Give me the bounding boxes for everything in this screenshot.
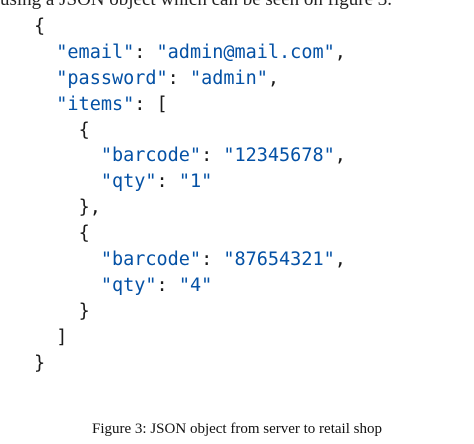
code-line-12: }	[34, 299, 346, 325]
item-2-open-brace: {	[78, 223, 90, 245]
password-value: "admin"	[189, 67, 268, 89]
figure-caption: Figure 3: JSON object from server to ret…	[92, 421, 382, 437]
code-line-11: "qty": "4"	[100, 274, 213, 296]
code-line-4: "items": [	[56, 93, 168, 115]
preceding-text-line: using a JSON object which can be seen on…	[0, 0, 474, 12]
item-2-barcode-key: "barcode"	[100, 249, 202, 271]
item-1-qty-key: "qty"	[100, 171, 157, 193]
code-line-1: {	[34, 14, 346, 40]
items-open-bracket: [	[156, 93, 168, 115]
code-line-7: "qty": "1"	[100, 171, 213, 193]
item-1-barcode-value: "12345678"	[223, 145, 335, 167]
code-line-6: "barcode": "12345678",	[100, 145, 346, 167]
item-1-qty-value: "1"	[178, 171, 213, 193]
code-line-10: "barcode": "87654321",	[100, 249, 346, 271]
item-2-qty-key: "qty"	[100, 274, 157, 296]
items-close-bracket: ]	[56, 326, 68, 348]
email-key: "email"	[56, 41, 135, 63]
item-1-close-brace: },	[78, 197, 101, 219]
code-line-14: }	[34, 351, 346, 377]
root-open-brace: {	[34, 16, 46, 37]
item-2-qty-value: "4"	[178, 274, 213, 296]
item-1-open-brace: {	[78, 119, 90, 141]
item-2-barcode-value: "87654321"	[223, 249, 335, 271]
root-close-brace: }	[34, 352, 46, 374]
item-2-close-brace: }	[78, 300, 90, 322]
code-line-2: "email": "admin@mail.com",	[56, 41, 346, 63]
email-value: "admin@mail.com"	[156, 41, 335, 63]
items-key: "items"	[56, 93, 135, 115]
code-line-8: },	[34, 195, 346, 221]
code-line-13: ]	[34, 325, 346, 351]
code-line-3: "password": "admin",	[56, 67, 280, 89]
code-line-5: {	[34, 118, 346, 144]
json-code-block: { "email": "admin@mail.com", "password":…	[34, 14, 346, 376]
code-line-9: {	[34, 221, 346, 247]
password-key: "password"	[56, 67, 168, 89]
item-1-barcode-key: "barcode"	[100, 145, 202, 167]
